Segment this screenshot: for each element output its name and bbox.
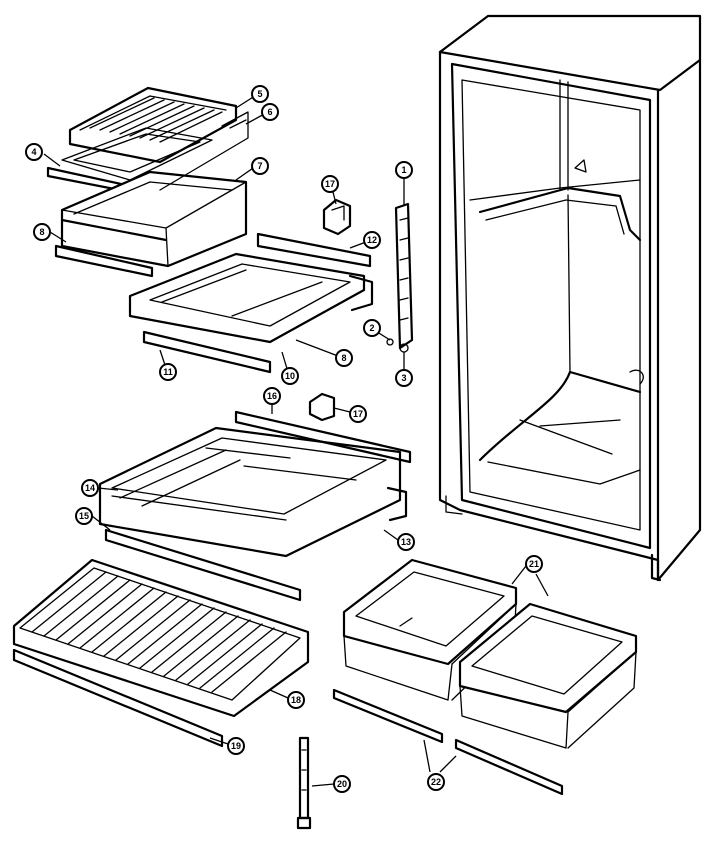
- callout-21: 21: [525, 555, 543, 573]
- callout-16: 16: [263, 387, 281, 405]
- deli-drawer: [60, 170, 248, 268]
- shelf-bracket-17-lower: [308, 392, 336, 422]
- cantilever-shelf: [128, 252, 374, 344]
- callout-2-label: 2: [369, 323, 374, 333]
- callout-22: 22: [427, 773, 445, 791]
- callout-7: 7: [251, 157, 269, 175]
- callout-8-lower: 8: [335, 349, 353, 367]
- callout-14: 14: [81, 479, 99, 497]
- lower-shelf: [98, 426, 408, 558]
- callout-17-lower-label: 17: [353, 409, 363, 419]
- callout-18-label: 18: [291, 695, 301, 705]
- callout-17-lower: 17: [349, 405, 367, 423]
- shelf-trim-15: [104, 528, 302, 602]
- shelf-trim-19: [12, 648, 224, 748]
- callout-10: 10: [281, 367, 299, 385]
- callout-15: 15: [75, 507, 93, 525]
- callout-3-label: 3: [401, 373, 406, 383]
- crisper-cover-frame: [12, 558, 310, 718]
- callout-7-label: 7: [257, 161, 262, 171]
- drawer-trim-8: [54, 244, 154, 278]
- callout-13: 13: [397, 533, 415, 551]
- callout-11-label: 11: [163, 367, 173, 377]
- shelf-trim-11: [142, 330, 272, 374]
- shelf-ladder: [386, 202, 414, 353]
- callout-20-label: 20: [337, 779, 347, 789]
- callout-1-label: 1: [401, 165, 406, 175]
- callout-12-label: 12: [367, 235, 377, 245]
- door-closer-spring: [296, 736, 312, 830]
- callout-22-label: 22: [431, 777, 441, 787]
- callout-8-upper: 8: [33, 223, 51, 241]
- deli-rail-6: [159, 111, 249, 191]
- callout-6-label: 6: [267, 107, 272, 117]
- refrigerator-cabinet: [438, 14, 702, 582]
- crisper-rail-left: [332, 688, 444, 744]
- crisper-right: [458, 602, 638, 749]
- callout-19-label: 19: [231, 741, 241, 751]
- callout-5: 5: [251, 85, 269, 103]
- callout-19: 19: [227, 737, 245, 755]
- callout-21-label: 21: [529, 559, 539, 569]
- callout-10-label: 10: [285, 371, 295, 381]
- shelf-trim-16: [234, 410, 412, 464]
- callout-16-label: 16: [267, 391, 277, 401]
- callout-15-label: 15: [79, 511, 89, 521]
- callout-1: 1: [395, 161, 413, 179]
- callout-8-lower-label: 8: [341, 353, 346, 363]
- callout-13-label: 13: [401, 537, 411, 547]
- callout-2: 2: [363, 319, 381, 337]
- callout-20: 20: [333, 775, 351, 793]
- shelf-bracket-17-upper: [322, 198, 352, 236]
- callout-6: 6: [261, 103, 279, 121]
- shelf-trim-12: [256, 232, 372, 268]
- shelf-trim-14-glass: [111, 495, 287, 521]
- callout-5-label: 5: [257, 89, 262, 99]
- callout-17-upper-label: 17: [325, 179, 335, 189]
- crisper-rail-right: [454, 738, 564, 796]
- callout-17-upper: 17: [321, 175, 339, 193]
- callout-3: 3: [395, 369, 413, 387]
- callout-4: 4: [25, 143, 43, 161]
- callout-4-label: 4: [31, 147, 36, 157]
- deli-shelf: [68, 86, 238, 164]
- callout-12: 12: [363, 231, 381, 249]
- callout-18: 18: [287, 691, 305, 709]
- callout-11: 11: [159, 363, 177, 381]
- callout-8-upper-label: 8: [39, 227, 44, 237]
- deli-frame: [61, 127, 213, 181]
- callout-14-label: 14: [85, 483, 95, 493]
